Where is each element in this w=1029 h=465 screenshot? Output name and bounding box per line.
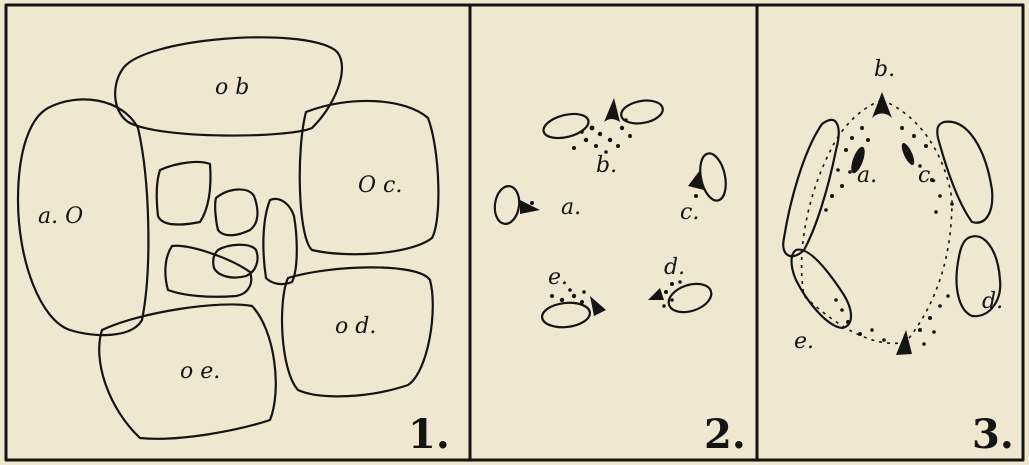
panel-3-label-c: c. <box>918 163 937 188</box>
panel-1-label-c: O c. <box>358 173 402 198</box>
panel-2-label-c: c. <box>680 200 699 225</box>
panel-1-label-e: o e. <box>180 359 220 384</box>
panel-1-label-d: o d. <box>335 314 376 339</box>
panel-1-label-a: a. O <box>38 204 83 229</box>
panel-2-label-b: b. <box>596 153 617 178</box>
panel-2-label-d: d. <box>664 255 685 280</box>
panel-3-number: 3. <box>972 411 1014 458</box>
panel-1-label-b: o b <box>215 75 249 100</box>
bundle-a-dot <box>530 201 534 205</box>
panel-3-label-e: e. <box>794 329 814 354</box>
panel-3-label-d: d. <box>982 289 1003 314</box>
panel-2-label-a: a. <box>561 195 581 220</box>
panel-2-number: 2. <box>704 411 746 458</box>
panel-3-label-a: a. <box>857 163 877 188</box>
panel-2-label-e: e. <box>548 265 568 290</box>
panel-1-number: 1. <box>408 411 450 458</box>
bundle-c-dot <box>694 194 698 198</box>
panel-3-label-b: b. <box>874 57 895 82</box>
